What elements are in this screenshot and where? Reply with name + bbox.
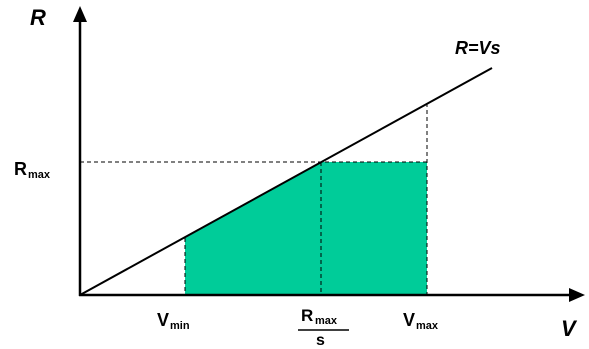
rmax-over-s-label: R max s bbox=[298, 306, 349, 349]
rmax-label-main: R bbox=[14, 159, 27, 179]
line-label: R=Vs bbox=[455, 38, 501, 58]
x-axis-arrowhead bbox=[569, 288, 585, 302]
rmax-over-s-numerator-main: R bbox=[301, 306, 313, 325]
vmax-label-main: V bbox=[403, 310, 415, 330]
y-axis-label: R bbox=[30, 5, 46, 30]
rmax-label-sub: max bbox=[28, 169, 51, 181]
rmax-over-s-denominator: s bbox=[316, 332, 325, 349]
rmax-over-s-numerator-sub: max bbox=[315, 315, 338, 327]
vmax-label: V max bbox=[403, 310, 439, 332]
y-axis-arrowhead bbox=[73, 6, 87, 22]
vmax-label-sub: max bbox=[416, 320, 439, 332]
vmin-label-sub: min bbox=[170, 320, 190, 332]
x-axis-label: V bbox=[561, 316, 578, 341]
vmin-label-main: V bbox=[157, 310, 169, 330]
rmax-label: R max bbox=[14, 159, 51, 181]
r-equals-vs-line bbox=[79, 67, 493, 296]
shaded-region bbox=[185, 162, 427, 295]
vmin-label: V min bbox=[157, 310, 190, 332]
